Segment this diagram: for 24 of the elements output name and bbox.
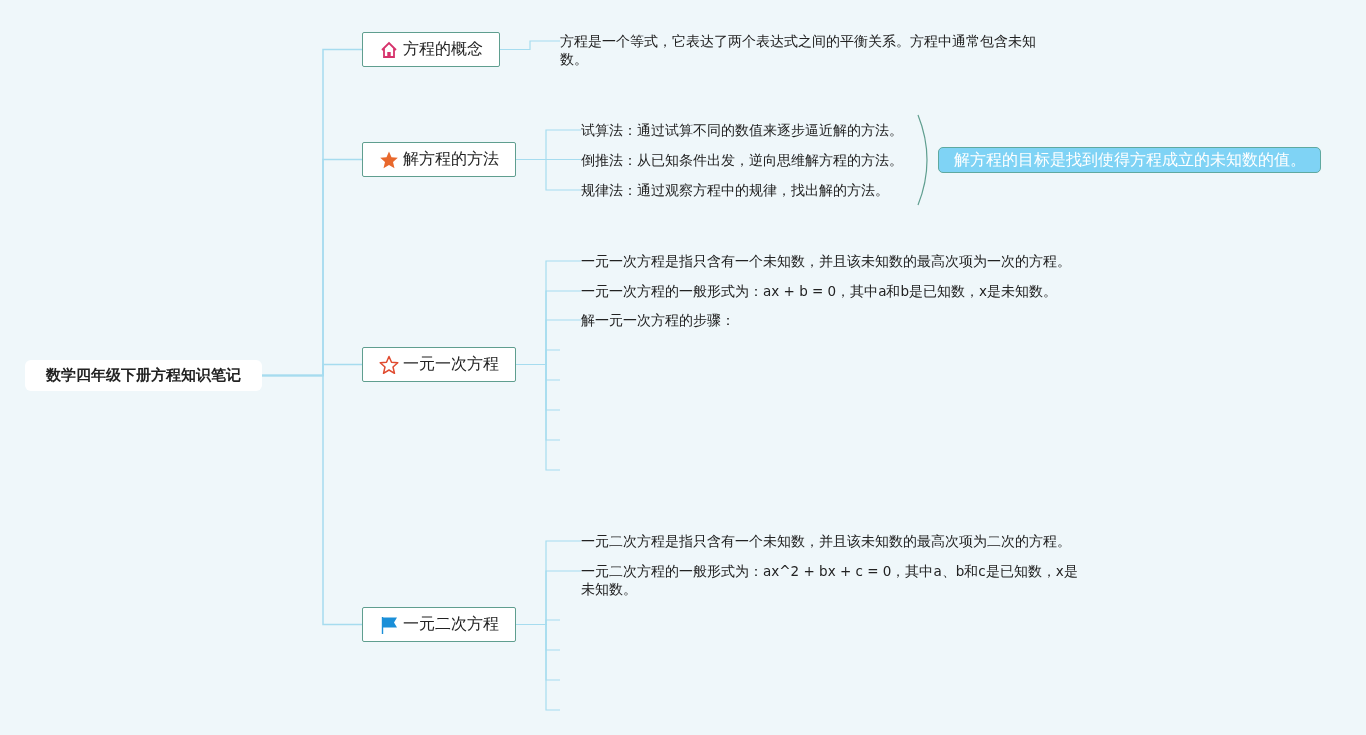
topic-label: 解方程的方法 (403, 149, 499, 170)
branch-line (515, 623, 561, 711)
branch-text: 一元二次方程的一般形式为：ax^2 + bx + c = 0，其中a、b和c是已知数，x是未知数。 (581, 562, 1091, 598)
branch-line (499, 40, 561, 51)
central-topic: 数学四年级下册方程知识笔记 (25, 360, 262, 391)
branch-text: 一元二次方程是指只含有一个未知数，并且该未知数的最高次项为二次的方程。 (581, 532, 1091, 550)
branch-line (515, 158, 582, 191)
branch-text: 倒推法：从已知条件出发，逆向思维解方程的方法。 (581, 151, 921, 169)
branch-text: 解一元一次方程的步骤： (581, 311, 1091, 329)
topic-label: 一元二次方程 (403, 614, 499, 635)
branch-text: 一元一次方程是指只含有一个未知数，并且该未知数的最高次项为一次的方程。 (581, 252, 1091, 270)
branch-line (515, 363, 561, 471)
branch-line (261, 374, 363, 626)
branch-text: 试算法：通过试算不同的数值来逐步逼近解的方法。 (581, 121, 921, 139)
topic-box (362, 607, 516, 642)
branch-text: 方程是一个等式，它表达了两个表达式之间的平衡关系。方程中通常包含未知数。 (560, 32, 1060, 68)
topic-box (362, 142, 516, 177)
summary-box: 解方程的目标是找到使得方程成立的未知数的值。 (938, 147, 1321, 173)
topic-box (362, 347, 516, 382)
branch-text: 规律法：通过观察方程中的规律，找出解的方法。 (581, 181, 921, 199)
topic-label: 一元一次方程 (403, 354, 499, 375)
topic-box (362, 32, 500, 67)
topic-label: 方程的概念 (403, 39, 483, 60)
branch-text: 一元一次方程的一般形式为：ax + b = 0，其中a和b是已知数，x是未知数。 (581, 282, 1091, 300)
